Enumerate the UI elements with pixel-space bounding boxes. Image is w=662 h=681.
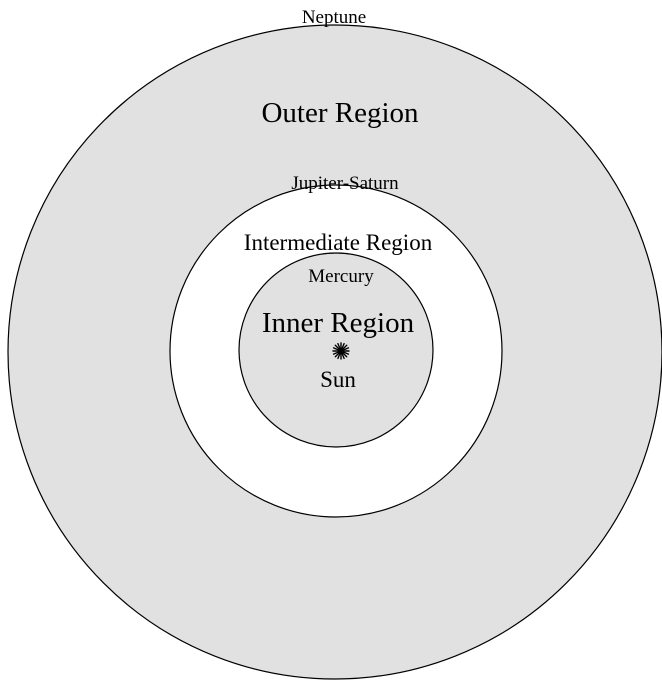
mercury-label: Mercury (308, 266, 374, 287)
neptune-label: Neptune (302, 7, 366, 28)
sun-label: Sun (320, 367, 356, 392)
inner-region-label: Inner Region (262, 307, 415, 339)
inner-region-circle (238, 252, 434, 448)
sun-icon (332, 342, 350, 360)
jupiter-saturn-label: Jupiter-Saturn (291, 173, 399, 194)
outer-region-label: Outer Region (261, 97, 419, 129)
intermediate-region-label: Intermediate Region (244, 230, 433, 255)
